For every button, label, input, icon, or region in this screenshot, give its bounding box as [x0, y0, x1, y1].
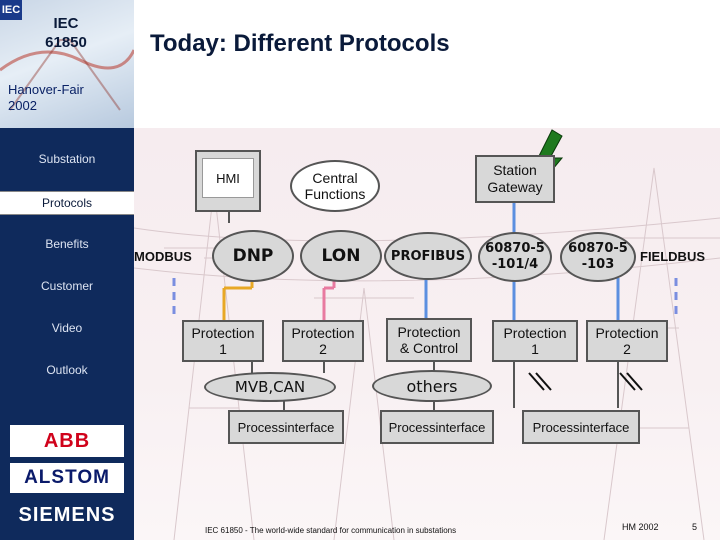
- modbus-label: MODBUS: [134, 249, 192, 264]
- protection-1-line1: Protection: [191, 325, 255, 341]
- protection-control-line2: & Control: [399, 340, 459, 356]
- central-functions-line2: Functions: [304, 186, 366, 202]
- process-interface-3[interactable]: Processinterface: [522, 410, 640, 444]
- sidebar-item-video[interactable]: Video: [51, 321, 83, 335]
- iec-title-line1: IEC: [53, 15, 79, 32]
- iec-60870-101-line1: 60870-5: [485, 241, 545, 256]
- iec-60870-103-line1: 60870-5: [568, 241, 628, 256]
- footer-reference: HM 2002: [622, 522, 659, 532]
- sidebar-item-benefits[interactable]: Benefits: [45, 237, 89, 251]
- iec-60870-103-protocol[interactable]: 60870-5 -103: [560, 232, 636, 282]
- fieldbus-label: FIELDBUS: [640, 249, 705, 264]
- profibus-protocol[interactable]: PROFIBUS: [384, 232, 472, 280]
- header-background-image: [0, 39, 136, 111]
- protection-3-line2: 1: [531, 341, 539, 357]
- sidebar-item-protocols[interactable]: Protocols: [0, 191, 134, 215]
- alstom-logo: ALSTOM: [10, 463, 124, 493]
- iec-61850-title: IEC 61850: [26, 14, 106, 52]
- central-functions-line1: Central: [312, 170, 358, 186]
- process-interface-1[interactable]: Processinterface: [228, 410, 344, 444]
- protection-2-line1: Protection: [291, 325, 355, 341]
- page-number: 5: [692, 522, 698, 532]
- sidebar-item-substation[interactable]: Substation: [38, 152, 96, 166]
- dnp-protocol[interactable]: DNP: [212, 230, 294, 282]
- iec-title-line2: 61850: [45, 34, 87, 51]
- protection-box-2[interactable]: Protection 2: [282, 320, 364, 362]
- process-interface-2[interactable]: Processinterface: [380, 410, 494, 444]
- others-bus[interactable]: others: [372, 370, 492, 402]
- iec-badge-icon: IEC: [0, 0, 22, 20]
- sidebar-item-outlook[interactable]: Outlook: [46, 363, 88, 377]
- sidebar-item-customer[interactable]: Customer: [40, 279, 93, 293]
- hmi-label: HMI: [202, 158, 254, 198]
- protection-2-line2: 2: [319, 341, 327, 357]
- central-functions-oval[interactable]: Central Functions: [290, 160, 380, 212]
- event-label-line1: Hanover-Fair: [8, 82, 84, 97]
- abb-logo: ABB: [10, 425, 124, 457]
- protection-control-box[interactable]: Protection & Control: [386, 318, 472, 362]
- mvb-can-bus[interactable]: MVB,CAN: [204, 372, 336, 402]
- station-gateway-line1: Station: [493, 162, 537, 178]
- lon-protocol[interactable]: LON: [300, 230, 382, 282]
- protection-3-line1: Protection: [503, 325, 567, 341]
- protection-box-1[interactable]: Protection 1: [182, 320, 264, 362]
- protection-4-line2: 2: [623, 341, 631, 357]
- event-label-line2: 2002: [8, 98, 37, 113]
- protection-box-3[interactable]: Protection 1: [492, 320, 578, 362]
- page-title: Today: Different Protocols: [150, 30, 450, 57]
- protection-box-4[interactable]: Protection 2: [586, 320, 668, 362]
- iec-60870-101-line2: -101/4: [491, 257, 539, 272]
- protection-control-line1: Protection: [397, 324, 461, 340]
- protection-4-line1: Protection: [595, 325, 659, 341]
- header-logo-area: [0, 0, 136, 128]
- protection-1-line2: 1: [219, 341, 227, 357]
- event-label: Hanover-Fair 2002: [8, 82, 128, 114]
- siemens-logo: SIEMENS: [18, 504, 116, 526]
- hmi-box[interactable]: HMI: [195, 150, 261, 212]
- iec-60870-103-line2: -103: [581, 257, 615, 272]
- station-gateway-box[interactable]: Station Gateway: [475, 155, 555, 203]
- station-gateway-line2: Gateway: [487, 179, 543, 195]
- footer-caption: IEC 61850 - The world-wide standard for …: [205, 526, 457, 535]
- iec-60870-101-protocol[interactable]: 60870-5 -101/4: [478, 232, 552, 282]
